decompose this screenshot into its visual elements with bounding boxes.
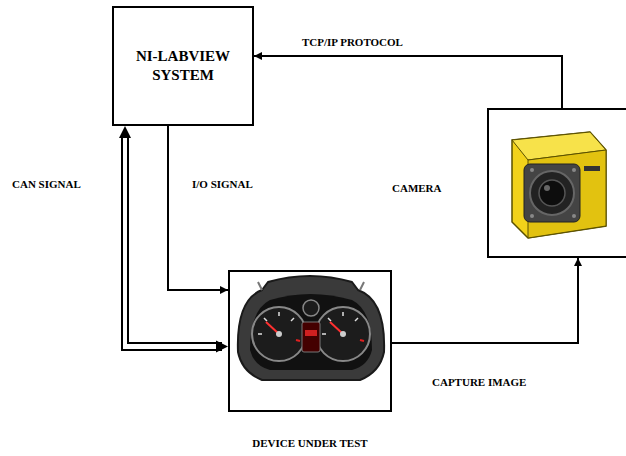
signal-label: CAPTURE IMAGE — [430, 376, 528, 388]
node-label: DEVICE UNDER TEST — [252, 437, 367, 451]
signal-label: TCP/IP PROTOCOL — [300, 36, 405, 48]
device-box: DEVICE UNDER TEST — [228, 270, 392, 412]
signal-connector — [168, 126, 228, 294]
camera-illustration — [512, 132, 606, 238]
signal-connector — [254, 52, 562, 108]
node-label: NI-LABVIEW SYSTEM — [123, 47, 243, 85]
camera-box: CAMERA — [487, 108, 626, 258]
signal-label: CAN SIGNAL — [10, 178, 83, 190]
signal-label: I/O SIGNAL — [190, 178, 255, 190]
node-label: CAMERA — [392, 182, 442, 196]
system-box: NI-LABVIEW SYSTEM — [112, 6, 254, 126]
signal-connector — [392, 258, 582, 343]
instrument-cluster — [238, 276, 384, 380]
signal-connector — [119, 126, 228, 353]
